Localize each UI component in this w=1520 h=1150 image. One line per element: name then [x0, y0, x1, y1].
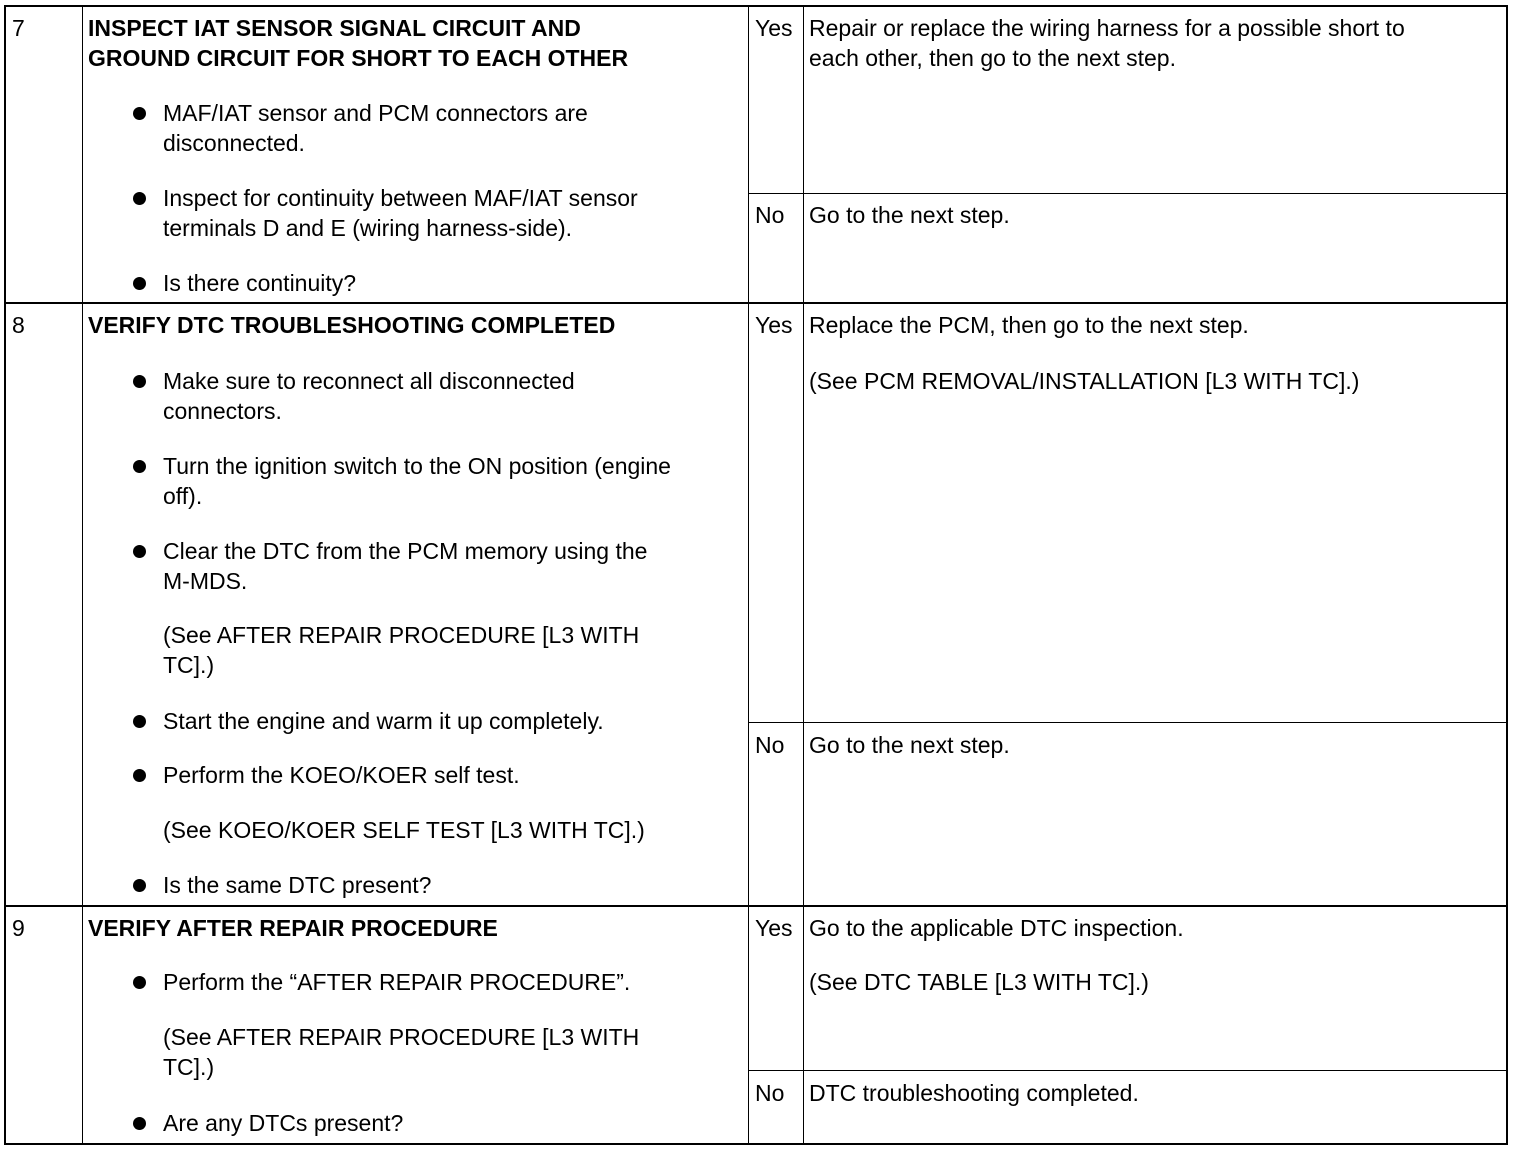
- yes-no-divider: [748, 722, 1508, 723]
- list-item: Clear the DTC from the PCM memory using …: [163, 538, 648, 564]
- bullet-icon: [133, 277, 146, 290]
- yes-no-divider: [748, 193, 1508, 194]
- step-number: 7: [12, 15, 25, 41]
- list-item: MAF/IAT sensor and PCM connectors are: [163, 100, 588, 126]
- bullet-icon: [133, 1117, 146, 1130]
- yes-action: each other, then go to the next step.: [809, 45, 1176, 71]
- bullet-icon: [133, 192, 146, 205]
- step-title: GROUND CIRCUIT FOR SHORT TO EACH OTHER: [88, 45, 629, 71]
- list-item: Make sure to reconnect all disconnected: [163, 368, 575, 394]
- list-item: Start the engine and warm it up complete…: [163, 708, 604, 734]
- column-divider-result: [803, 5, 804, 1145]
- no-action: Go to the next step.: [809, 732, 1010, 758]
- yes-action: Replace the PCM, then go to the next ste…: [809, 312, 1249, 338]
- list-item: Is the same DTC present?: [163, 872, 432, 898]
- yes-action: (See DTC TABLE [L3 WITH TC].): [809, 969, 1149, 995]
- bullet-icon: [133, 976, 146, 989]
- bullet-icon: [133, 375, 146, 388]
- yes-action: (See PCM REMOVAL/INSTALLATION [L3 WITH T…: [809, 368, 1360, 394]
- step-number: 9: [12, 915, 25, 941]
- row-divider: [4, 905, 1508, 907]
- step-number: 8: [12, 312, 25, 338]
- reference-note: (See AFTER REPAIR PROCEDURE [L3 WITH: [163, 622, 640, 648]
- list-item: Perform the “AFTER REPAIR PROCEDURE”.: [163, 969, 631, 995]
- no-label: No: [755, 1080, 785, 1106]
- reference-note: (See KOEO/KOER SELF TEST [L3 WITH TC].): [163, 817, 645, 843]
- bullet-icon: [133, 769, 146, 782]
- reference-note: (See AFTER REPAIR PROCEDURE [L3 WITH: [163, 1024, 640, 1050]
- bullet-icon: [133, 545, 146, 558]
- list-item: Turn the ignition switch to the ON posit…: [163, 453, 671, 479]
- no-label: No: [755, 732, 785, 758]
- yes-action: Repair or replace the wiring harness for…: [809, 15, 1405, 41]
- step-title: INSPECT IAT SENSOR SIGNAL CIRCUIT AND: [88, 15, 581, 41]
- column-divider-action: [748, 5, 749, 1145]
- list-item: Perform the KOEO/KOER self test.: [163, 762, 520, 788]
- column-divider-step: [82, 5, 83, 1145]
- no-label: No: [755, 202, 785, 228]
- yes-no-divider: [748, 1070, 1508, 1071]
- bullet-icon: [133, 460, 146, 473]
- step-title: VERIFY DTC TROUBLESHOOTING COMPLETED: [88, 312, 616, 338]
- row-divider: [4, 302, 1508, 304]
- troubleshooting-table: [4, 5, 1508, 1145]
- no-action: Go to the next step.: [809, 202, 1010, 228]
- reference-note: TC].): [163, 1054, 215, 1080]
- bullet-icon: [133, 879, 146, 892]
- list-item: connectors.: [163, 398, 282, 424]
- yes-label: Yes: [755, 312, 793, 338]
- list-item: disconnected.: [163, 130, 305, 156]
- yes-label: Yes: [755, 915, 793, 941]
- reference-note: TC].): [163, 652, 215, 678]
- step-title: VERIFY AFTER REPAIR PROCEDURE: [88, 915, 498, 941]
- bullet-icon: [133, 107, 146, 120]
- bullet-icon: [133, 715, 146, 728]
- no-action: DTC troubleshooting completed.: [809, 1080, 1139, 1106]
- list-item: Inspect for continuity between MAF/IAT s…: [163, 185, 638, 211]
- yes-action: Go to the applicable DTC inspection.: [809, 915, 1184, 941]
- list-item: Is there continuity?: [163, 270, 357, 296]
- list-item: Are any DTCs present?: [163, 1110, 404, 1136]
- yes-label: Yes: [755, 15, 793, 41]
- list-item: terminals D and E (wiring harness-side).: [163, 215, 573, 241]
- list-item: off).: [163, 483, 203, 509]
- list-item: M-MDS.: [163, 568, 248, 594]
